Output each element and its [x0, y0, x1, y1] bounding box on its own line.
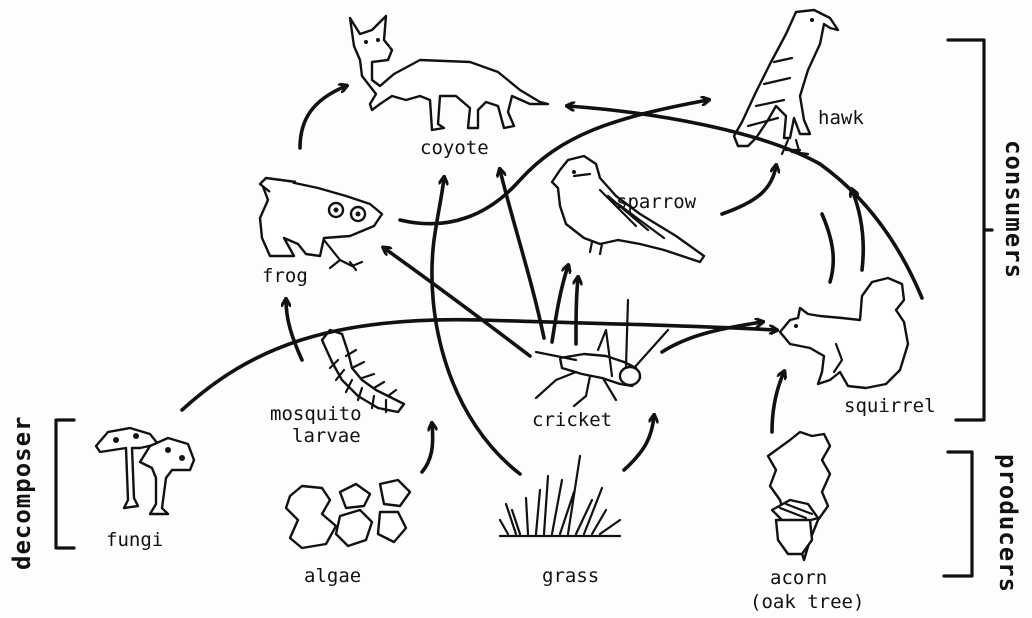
label-mosquito-line1: mosquito: [270, 403, 362, 425]
fungi-drawing: [96, 428, 194, 514]
label-algae: algae: [304, 565, 361, 587]
arrow-squirrel-to-hawk: [822, 190, 863, 282]
label-grass: grass: [542, 565, 599, 587]
label-frog: frog: [262, 265, 308, 287]
arrow-fungi-to-squirrel: [182, 320, 776, 410]
arrow-sparrow-to-hawk: [722, 166, 776, 214]
label-coyote: coyote: [420, 137, 489, 159]
coyote-drawing: [350, 16, 548, 130]
grass-drawing: [500, 456, 620, 536]
squirrel-drawing: [780, 278, 908, 388]
label-fungi: fungi: [106, 529, 163, 551]
arrow-grass-to-cricket: [624, 416, 654, 470]
label-sparrow: sparrow: [616, 191, 697, 213]
label-hawk: hawk: [818, 107, 864, 129]
arrow-cricket-to-coyote: [500, 170, 544, 338]
hawk-drawing: [734, 10, 838, 154]
label-cricket: cricket: [532, 409, 612, 431]
label-squirrel: squirrel: [844, 395, 936, 417]
decomposer-bracket: [56, 420, 74, 548]
label-decomposer: decomposer: [8, 416, 36, 571]
producers-bracket: [944, 452, 972, 576]
algae-drawing: [286, 480, 410, 548]
arrow-mosquito-to-frog: [286, 300, 302, 360]
arrow-cricket-to-frog: [384, 248, 530, 356]
label-acorn-line1: acorn: [770, 567, 827, 589]
mosquito-larvae-drawing: [322, 330, 404, 412]
arrow-cricket-to-sparrow-2: [576, 278, 578, 344]
arrow-algae-to-mosquito: [422, 424, 433, 472]
arrow-cricket-to-sparrow: [552, 266, 568, 342]
label-acorn-line2: (oak tree): [750, 591, 864, 613]
frog-drawing: [260, 178, 382, 270]
label-mosquito-line2: larvae: [292, 425, 361, 447]
arrow-frog-to-coyote: [300, 86, 346, 148]
consumers-bracket: [948, 40, 992, 420]
acorn-drawing: [768, 432, 830, 560]
label-consumers: consumers: [1000, 140, 1028, 279]
label-producers: producers: [994, 454, 1022, 593]
arrow-acorn-to-squirrel: [772, 372, 784, 432]
